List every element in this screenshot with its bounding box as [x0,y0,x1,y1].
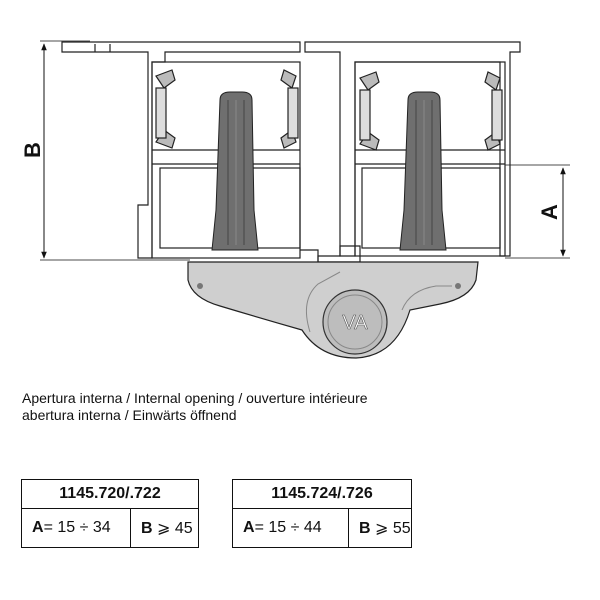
spec-code: 1145.720/.722 [21,479,199,509]
spec-code: 1145.724/.726 [232,479,412,509]
dimension-b-label: B [20,142,45,158]
hinge-pin-left [211,91,259,251]
dimension-b: B [20,40,190,261]
caption-line-2: abertura interna / Einwärts öffnend [22,407,237,423]
spec-b-value: ⩾ 55 [375,520,411,537]
left-frame-profile [61,41,301,259]
spec-b-label: B [141,520,153,537]
caption-line-1: Apertura interna / Internal opening / ou… [22,390,368,406]
dimension-a: A [505,164,570,259]
spec-a-label: A [32,519,44,536]
spec-b-label: B [359,520,371,537]
spec-table-right: 1145.724/.726 A= 15 ÷ 44 B ⩾ 55 [232,479,412,548]
spec-b-value: ⩾ 45 [157,520,193,537]
hinge-cap [322,289,388,355]
va-logo: VA [342,312,368,334]
spec-a-cell: A= 15 ÷ 34 [21,508,131,548]
hinge-section-drawing: B A [20,40,570,359]
spec-a-label: A [243,519,255,536]
spec-a-cell: A= 15 ÷ 44 [232,508,349,548]
spec-table-left: 1145.720/.722 A= 15 ÷ 34 B ⩾ 45 [21,479,199,548]
spec-b-cell: B ⩾ 45 [130,508,199,548]
spec-a-value: = 15 ÷ 34 [43,519,111,536]
spec-a-value: = 15 ÷ 44 [254,519,322,536]
hinge-pin-right [399,91,447,251]
spec-b-cell: B ⩾ 55 [348,508,412,548]
dimension-a-label: A [537,204,562,220]
hinge-body: VA [187,261,479,359]
